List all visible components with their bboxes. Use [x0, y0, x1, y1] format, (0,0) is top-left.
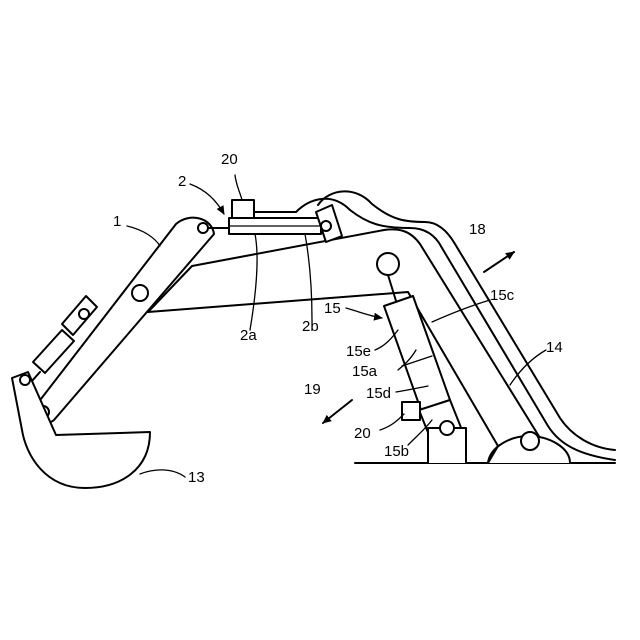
arrow-19 — [323, 400, 352, 423]
label-tube: 15e — [346, 343, 371, 360]
boom — [148, 229, 545, 446]
boom-cylinder-top-pin — [377, 253, 399, 275]
leader-2 — [190, 184, 224, 214]
label-arrow-down: 19 — [304, 381, 321, 398]
leader-14 — [510, 350, 546, 385]
leader-13 — [140, 470, 185, 477]
label-sensor-bottom: 20 — [354, 425, 371, 442]
arm — [33, 218, 214, 424]
bucket-pin — [20, 375, 30, 385]
label-arm: 1 — [113, 213, 121, 230]
arm-cylinder-base-pin — [321, 221, 331, 231]
label-rod-end: 15c — [490, 287, 515, 304]
label-sensor-top: 20 — [221, 151, 238, 168]
bucket-cylinder-pin — [79, 309, 89, 319]
arm-cylinder-rod-pin — [198, 223, 208, 233]
label-cylinder-a2: 15a — [352, 363, 378, 380]
leader-15 — [346, 308, 382, 318]
label-boom-cylinder: 15 — [324, 300, 341, 317]
sensor-top — [232, 200, 254, 218]
label-cylinder-b: 2b — [302, 318, 319, 335]
label-boom: 14 — [546, 339, 563, 356]
leader-20-bottom — [380, 414, 404, 430]
leader-1 — [127, 226, 160, 246]
label-arrow-up: 18 — [469, 221, 486, 238]
label-head-part: 15d — [366, 385, 391, 402]
boom-pedestal-pin — [521, 432, 539, 450]
sensor-bottom — [402, 402, 420, 420]
arrow-18 — [484, 252, 514, 272]
label-cylinder: 2 — [178, 173, 186, 190]
leader-20-top — [235, 175, 242, 200]
cylinder-pedestal-pin — [440, 421, 454, 435]
arm-pivot — [132, 285, 148, 301]
label-cylinder-a: 2a — [240, 327, 257, 344]
label-base: 15b — [384, 443, 409, 460]
label-bucket: 13 — [188, 469, 205, 486]
